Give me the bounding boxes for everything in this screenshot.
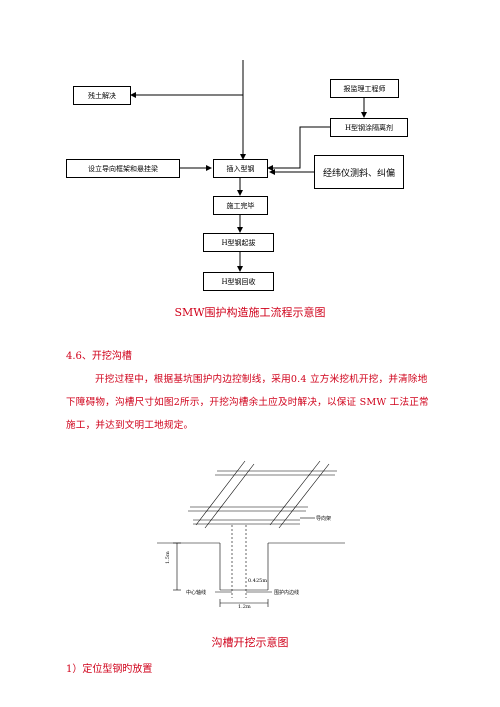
- flow-box-soil: 残土解决: [73, 86, 131, 105]
- label-inner-line: 围护内边线: [274, 590, 300, 596]
- flow-box-insert: 插入型钢: [213, 159, 268, 178]
- label-guide-frame: 导向架: [316, 516, 332, 522]
- flowchart-caption: SMW围护构造施工流程示意图: [174, 306, 326, 319]
- paragraph-line-2: 下障碍物，沟槽尺寸如图2所示，开挖沟槽余土应及时解决，以保证 SMW 工法正常: [66, 397, 429, 408]
- paragraph-line-3: 施工，并达到文明工地规定。: [66, 420, 194, 431]
- flow-line-coating: [267, 126, 330, 171]
- section-heading: 4.6、开挖沟槽: [66, 351, 132, 362]
- flow-box-recycle: H型钢回收: [203, 272, 274, 291]
- item-1: 1）定位型钢旳放置: [66, 664, 153, 675]
- label-center-axis: 中心轴线: [186, 590, 207, 596]
- label-depth: 1.5m: [165, 551, 171, 564]
- flow-box-frame: 设立导向框架和悬挂梁: [66, 159, 180, 178]
- flow-box-pull: H型钢起拔: [203, 233, 274, 252]
- paragraph-line-1: 开挖过程中，根据基坑围护内边控制线，采用0.4 立方米挖机开挖，并清除地: [95, 374, 428, 385]
- flow-box-finish: 施工完毕: [213, 196, 268, 215]
- flow-box-supervisor: 报监理工程师: [330, 79, 399, 98]
- flow-box-coating: H型钢涂隔离剂: [330, 118, 408, 137]
- label-width: 1.2m: [238, 604, 251, 610]
- label-offset: 0.425m: [248, 578, 268, 584]
- trench-caption: 沟槽开挖示意图: [211, 636, 289, 649]
- flow-box-theodolite: 经纬仪测斜、纠偏: [314, 155, 404, 189]
